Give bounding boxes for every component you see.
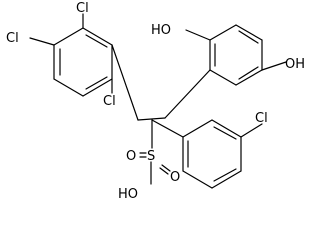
hydroxyl-label: HO [151,23,171,38]
bond [209,69,237,86]
bond-double-inner [85,34,108,48]
bond [53,27,84,46]
oxygen-label: O [126,149,136,164]
ring-chlorophenyl [182,119,263,189]
atom-labels: Cl Cl Cl Cl HO OH S O O HO [6,1,305,202]
bond [182,119,213,138]
sulfur-label: S [147,149,155,164]
chlorine-label: Cl [76,1,89,16]
bond-double-inner [213,168,237,182]
bond-to-central-carbon [164,69,211,119]
bond-to-central-carbon [111,44,139,121]
bond [53,78,84,97]
bond-to-chlorophenyl [151,119,184,138]
ring-dihydroxyphenyl [164,24,287,119]
bond-double-inner [85,76,108,90]
bond-double-inner [213,126,237,140]
chlorine-label: Cl [255,111,268,126]
bond [211,119,242,138]
bond [82,78,113,97]
structure-canvas: Cl Cl Cl Cl HO OH S O O HO [6,1,305,202]
bond [209,24,237,41]
central-carbon-group [137,117,184,185]
oxygen-label: O [170,170,180,185]
bond [182,170,213,189]
chemical-structure-diagram: Cl Cl Cl Cl HO OH S O O HO [6,1,305,202]
chlorine-label: Cl [6,31,19,46]
bond-double-inner [238,66,259,80]
bond-double-inner [238,30,259,44]
bond [235,24,263,41]
bond-to-cl-left [29,37,55,46]
hydroxyl-label: OH [285,57,305,72]
bond [137,117,166,121]
chlorine-label: Cl [103,94,116,109]
bond [82,27,113,46]
bond [235,69,263,86]
bond-to-oh-right [261,61,287,71]
bond-to-cl [240,123,263,138]
ring-trichlorophenyl [29,13,139,121]
bond-to-oh-left [185,29,211,41]
bond [211,170,242,189]
bond-s-o-double [159,167,169,175]
bond-s-o-double [161,164,171,172]
hydroxyl-label: HO [118,187,138,202]
